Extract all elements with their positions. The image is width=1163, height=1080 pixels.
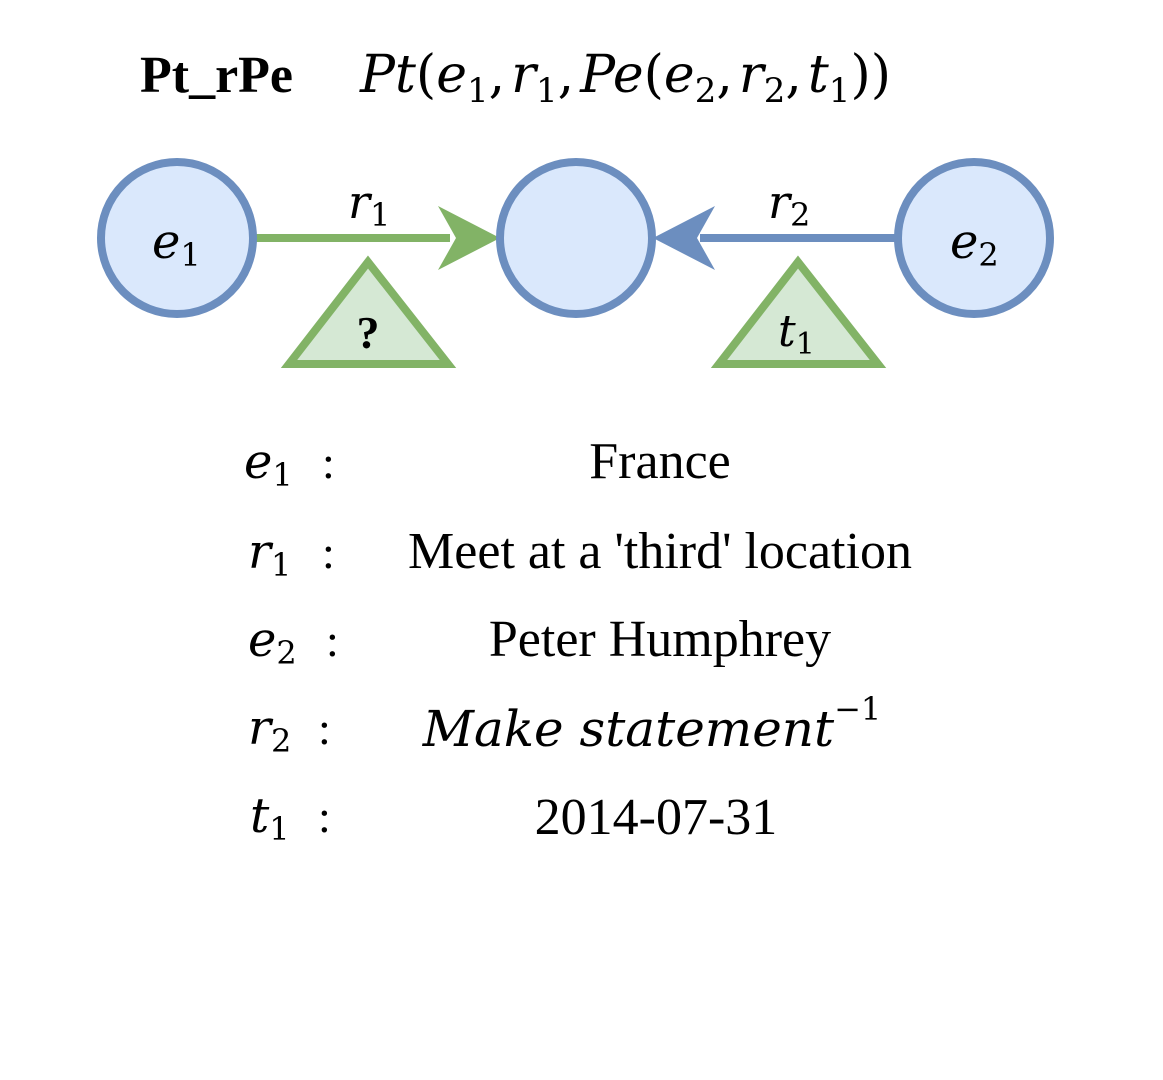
node-e2 (894, 158, 1054, 318)
legend-row: t1 : 2014-07-31 (250, 788, 777, 848)
legend-row: e2 : Peter Humphrey (248, 611, 831, 672)
legend-symbol: r2 (248, 700, 291, 760)
title: Pt_rPe Pt(e1,r1,Pe(e2,r2,t1)) (140, 45, 891, 111)
legend-value: Meet at a 'third' location (408, 523, 912, 580)
legend-value: France (589, 433, 730, 490)
legend-symbol: r1 (248, 524, 291, 584)
legend-colon: : (326, 615, 339, 666)
legend: e1 : France r1 : Meet at a 'third' locat… (244, 433, 912, 848)
legend-symbol: e2 (248, 612, 297, 672)
pattern-code: Pt_rPe (140, 47, 293, 104)
edge-r1-arrowhead (438, 206, 500, 270)
node-e1-label: e1 (152, 214, 201, 274)
edge-r1 (256, 206, 500, 270)
edge-r2-label: r2 (768, 175, 810, 234)
timestamp-triangle-right (710, 255, 887, 368)
legend-value: 2014-07-31 (535, 789, 778, 846)
legend-symbol: t1 (250, 788, 290, 848)
legend-value: Peter Humphrey (489, 611, 831, 668)
legend-symbol: e1 (244, 434, 293, 494)
timestamp-t1-label: t1 (778, 306, 815, 362)
legend-colon: : (322, 527, 335, 578)
legend-colon: : (322, 437, 335, 488)
node-e2-label: e2 (950, 214, 999, 274)
legend-row: r2 : Make statement−1 (248, 690, 881, 760)
legend-colon: : (318, 703, 331, 754)
legend-row: e1 : France (244, 433, 731, 494)
legend-row: r1 : Meet at a 'third' location (248, 523, 912, 584)
node-e1 (97, 158, 257, 318)
edge-r2 (653, 206, 895, 270)
edge-r1-label: r1 (348, 175, 390, 234)
pattern-formula: Pt(e1,r1,Pe(e2,r2,t1)) (359, 45, 891, 111)
legend-value: Make statement−1 (422, 690, 882, 758)
legend-colon: : (318, 791, 331, 842)
edge-r2-arrowhead (653, 206, 715, 270)
node-center (496, 158, 656, 318)
timestamp-unknown: ? (357, 307, 380, 358)
timestamp-triangle-left (280, 255, 457, 368)
